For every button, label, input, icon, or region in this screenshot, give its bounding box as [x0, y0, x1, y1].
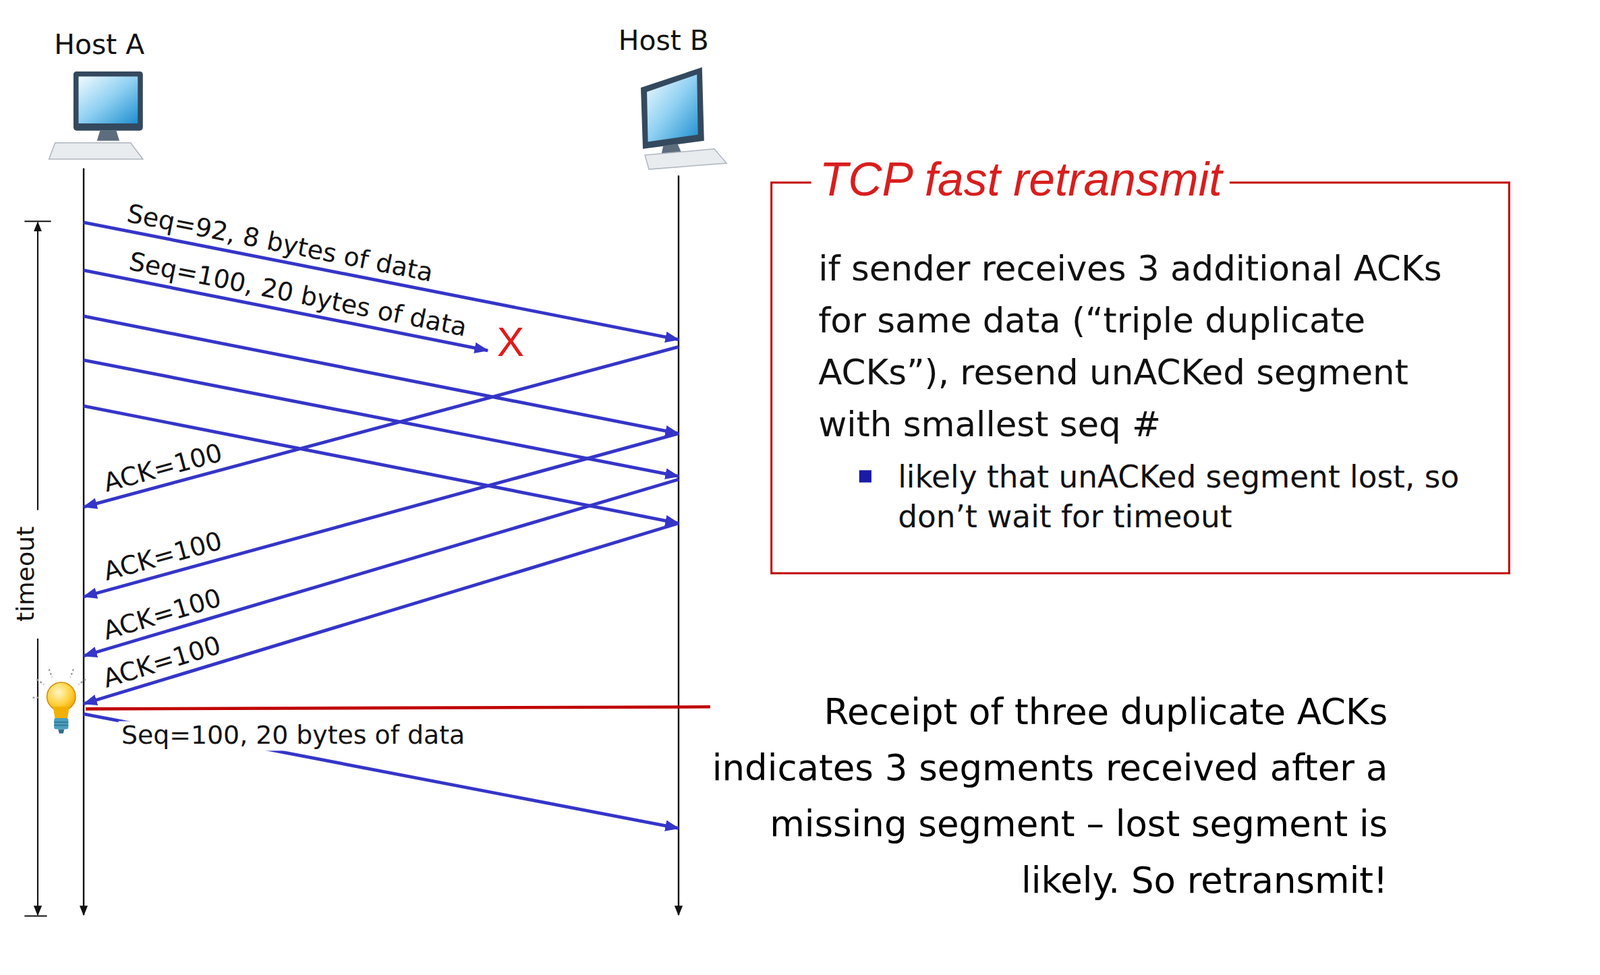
concept-box: TCP fast retransmitif sender receives 3 …: [770, 181, 1511, 575]
bracket-tick: [24, 915, 47, 917]
message-arrow: [83, 346, 679, 508]
message-arrow: [83, 433, 679, 597]
monitor-stand: [97, 130, 120, 141]
segment-label: Seq=100, 20 bytes of data: [118, 721, 468, 751]
pointer-line: [85, 706, 711, 709]
keyboard: [644, 149, 727, 170]
keyboard: [49, 143, 144, 160]
bracket-line: [37, 222, 39, 511]
timeline: [677, 175, 680, 916]
message-arrows: [83, 222, 679, 830]
timeout-label: timeout: [12, 526, 41, 622]
loss-mark: X: [497, 318, 525, 366]
box-body: if sender receives 3 additional ACKs for…: [818, 242, 1488, 452]
ack-label: ACK=100: [100, 527, 226, 589]
bulb-tip: [58, 729, 65, 734]
message-arrow: [83, 523, 679, 705]
lightbulb-icon: [32, 669, 86, 734]
bracket-tick: [24, 220, 51, 222]
monitor-frame: [73, 71, 144, 131]
computer-icon: [49, 71, 144, 160]
callout-note: Receipt of three duplicate ACKs indicate…: [690, 684, 1389, 909]
monitor-screen: [646, 74, 699, 142]
bullet-text: likely that unACKed segment lost, so don…: [897, 457, 1488, 537]
timeline: [82, 168, 85, 916]
bulb-thread: [53, 721, 69, 724]
bulb-neck: [53, 706, 70, 720]
host-label: Host B: [618, 24, 709, 56]
bulb-glass: [47, 682, 76, 711]
monitor-screen: [78, 76, 138, 124]
message-arrow: [83, 479, 679, 657]
monitor-frame: [640, 67, 705, 150]
computer-icon: [640, 67, 727, 170]
host-label: Host A: [53, 28, 145, 61]
message-arrow: [83, 714, 679, 829]
box-heading: TCP fast retransmit: [811, 151, 1231, 208]
bulb-base: [53, 718, 69, 730]
ack-label: ACK=100: [100, 438, 226, 499]
message-arrow: [83, 316, 679, 434]
bulb-thread: [53, 725, 69, 727]
